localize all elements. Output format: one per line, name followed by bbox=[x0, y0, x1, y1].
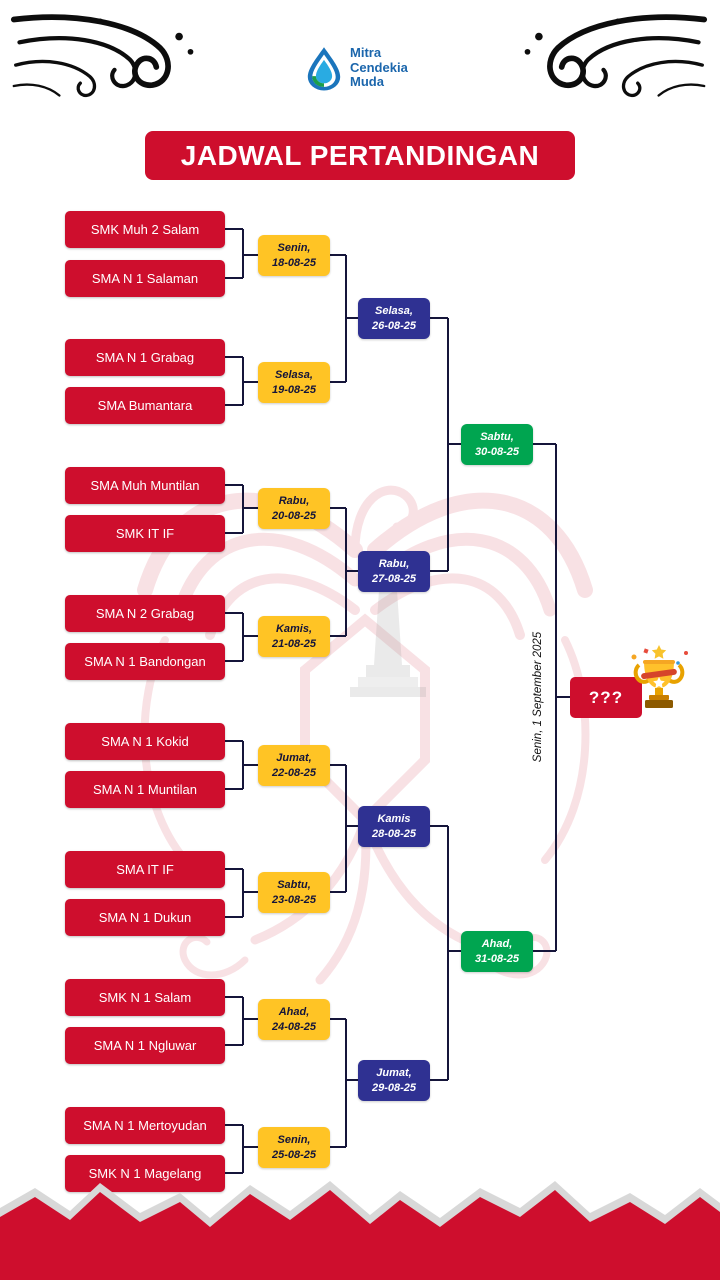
match-day: Jumat, bbox=[376, 1067, 412, 1080]
team-box: SMK N 1 Magelang bbox=[65, 1155, 225, 1192]
monument-watermark bbox=[350, 575, 426, 697]
match-day: Selasa, bbox=[275, 369, 313, 382]
match-date: 22-08-25 bbox=[271, 766, 317, 779]
round2-date-box: Selasa, 26-08-25 bbox=[358, 298, 430, 339]
logo-line: Mitra bbox=[350, 45, 382, 61]
round1-date-box: Jumat, 22-08-25 bbox=[258, 745, 330, 786]
team-box: SMA Bumantara bbox=[65, 387, 225, 424]
match-day: Ahad, bbox=[278, 1006, 310, 1019]
team-box: SMA N 1 Ngluwar bbox=[65, 1027, 225, 1064]
semifinal-date-box: Ahad, 31-08-25 bbox=[461, 931, 533, 972]
team-box: SMA N 1 Bandongan bbox=[65, 643, 225, 680]
match-day: Kamis bbox=[377, 813, 411, 826]
team-box: SMA IT IF bbox=[65, 851, 225, 888]
team-box: SMA N 1 Kokid bbox=[65, 723, 225, 760]
round1-date-box: Senin, 25-08-25 bbox=[258, 1127, 330, 1168]
match-day: Jumat, bbox=[276, 752, 312, 765]
final-date-label: Senin, 1 September 2025 bbox=[532, 631, 544, 763]
match-day: Senin, bbox=[277, 1134, 311, 1147]
round1-date-box: Ahad, 24-08-25 bbox=[258, 999, 330, 1040]
team-box: SMA N 1 Muntilan bbox=[65, 771, 225, 808]
match-date: 30-08-25 bbox=[474, 445, 520, 458]
round1-date-box: Rabu, 20-08-25 bbox=[258, 488, 330, 529]
round2-date-box: Jumat, 29-08-25 bbox=[358, 1060, 430, 1101]
flourish-right-icon bbox=[524, 14, 708, 98]
match-day: Selasa, bbox=[375, 305, 413, 318]
semifinal-date-box: Sabtu, 30-08-25 bbox=[461, 424, 533, 465]
team-box: SMA N 1 Dukun bbox=[65, 899, 225, 936]
team-box: SMA N 1 Grabag bbox=[65, 339, 225, 376]
match-date: 31-08-25 bbox=[474, 952, 520, 965]
round1-date-box: Senin, 18-08-25 bbox=[258, 235, 330, 276]
match-day: Sabtu, bbox=[277, 879, 311, 892]
match-date: 29-08-25 bbox=[371, 1081, 417, 1094]
match-date: 21-08-25 bbox=[271, 637, 317, 650]
round2-date-box: Rabu, 27-08-25 bbox=[358, 551, 430, 592]
match-day: Sabtu, bbox=[480, 431, 514, 444]
flourish-left-icon bbox=[10, 14, 194, 98]
team-box: SMK N 1 Salam bbox=[65, 979, 225, 1016]
match-date: 24-08-25 bbox=[271, 1020, 317, 1033]
round1-date-box: Selasa, 19-08-25 bbox=[258, 362, 330, 403]
match-day: Rabu, bbox=[378, 558, 410, 571]
team-box: SMA N 1 Mertoyudan bbox=[65, 1107, 225, 1144]
logo-line: Muda bbox=[350, 74, 384, 90]
match-day: Kamis, bbox=[275, 623, 313, 636]
team-box: SMK IT IF bbox=[65, 515, 225, 552]
match-date: 23-08-25 bbox=[271, 893, 317, 906]
round2-date-box: Kamis 28-08-25 bbox=[358, 806, 430, 847]
logo-text: Mitra Cendekia Muda bbox=[350, 46, 408, 90]
team-box: SMK Muh 2 Salam bbox=[65, 211, 225, 248]
match-date: 28-08-25 bbox=[371, 827, 417, 840]
match-date: 19-08-25 bbox=[271, 383, 317, 396]
match-day: Rabu, bbox=[278, 495, 310, 508]
page-title: JADWAL PERTANDINGAN bbox=[145, 131, 575, 180]
logo-drop-icon bbox=[307, 47, 341, 91]
team-box: SMA Muh Muntilan bbox=[65, 467, 225, 504]
match-date: 26-08-25 bbox=[371, 319, 417, 332]
match-date: 25-08-25 bbox=[271, 1148, 317, 1161]
match-day: Senin, bbox=[277, 242, 311, 255]
team-box: SMA N 2 Grabag bbox=[65, 595, 225, 632]
match-date: 20-08-25 bbox=[271, 509, 317, 522]
torn-paper-edge bbox=[0, 1181, 720, 1280]
logo: Mitra Cendekia Muda bbox=[306, 45, 408, 91]
logo-line: Cendekia bbox=[350, 59, 408, 75]
match-date: 18-08-25 bbox=[271, 256, 317, 269]
match-day: Ahad, bbox=[481, 938, 513, 951]
team-box: SMA N 1 Salaman bbox=[65, 260, 225, 297]
trophy-icon bbox=[631, 645, 688, 708]
round1-date-box: Sabtu, 23-08-25 bbox=[258, 872, 330, 913]
champion-placeholder-box: ??? bbox=[570, 677, 642, 718]
match-date: 27-08-25 bbox=[371, 572, 417, 585]
round1-date-box: Kamis, 21-08-25 bbox=[258, 616, 330, 657]
